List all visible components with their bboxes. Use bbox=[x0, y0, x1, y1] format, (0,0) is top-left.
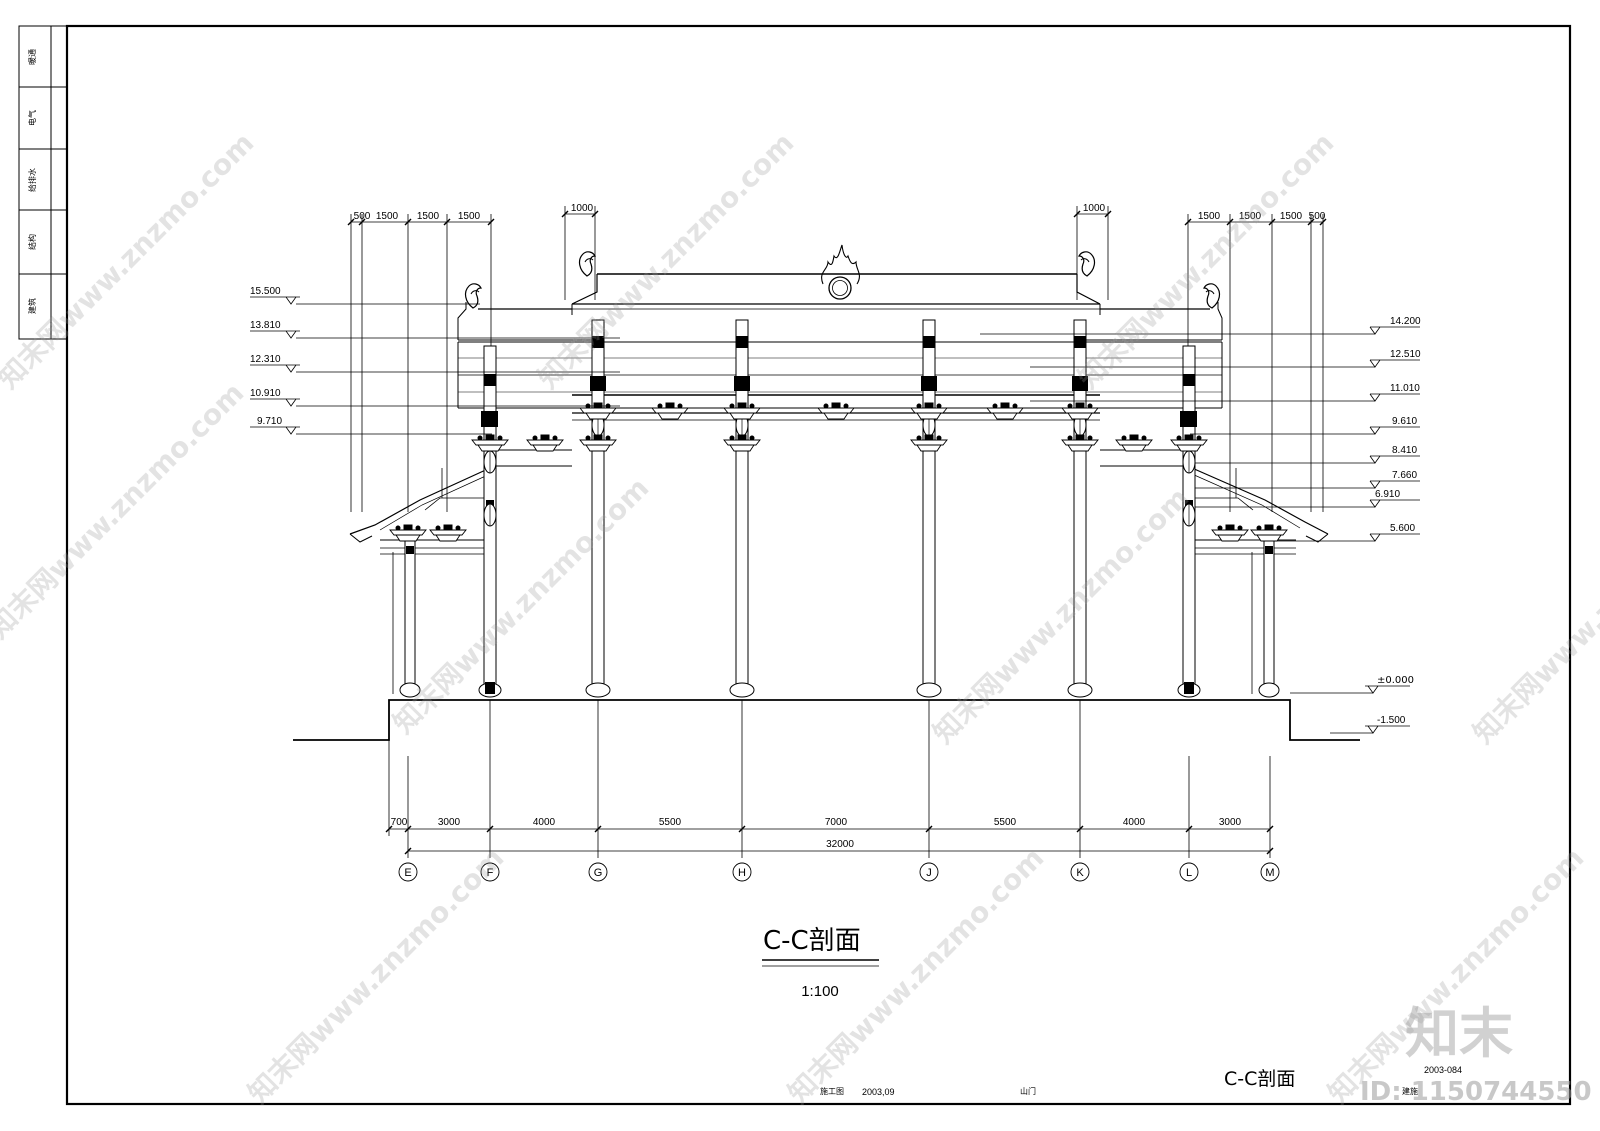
sidebar-hvac: 暖通 bbox=[27, 49, 37, 65]
axis-label-e: E bbox=[404, 867, 411, 879]
bottom-dim-0: 700 bbox=[391, 817, 408, 828]
sidebar-structure: 结构 bbox=[27, 234, 37, 250]
footer-stage: 施工图 bbox=[820, 1086, 844, 1096]
elevation-labels-right: 14.200 12.510 11.010 9.610 8.410 7.660 6… bbox=[1375, 316, 1421, 726]
top-dim-left-2: 1500 bbox=[417, 211, 440, 222]
left-side-roof bbox=[349, 283, 600, 555]
watermark-text-1: 知末网www.znzmo.com bbox=[0, 126, 260, 395]
sidebar-electrical: 电气 bbox=[27, 110, 37, 126]
footer-date: 2003,09 bbox=[862, 1087, 895, 1097]
elevation-left-13810: 13.810 bbox=[250, 320, 281, 331]
elevation-ground-zero: ±0.000 bbox=[1377, 675, 1414, 686]
total-dimension: 32000 bbox=[826, 839, 854, 850]
main-roof bbox=[571, 251, 1101, 315]
elevation-right-9610: 9.610 bbox=[1392, 416, 1417, 427]
elevation-markers-left bbox=[250, 296, 620, 435]
axis-label-f: F bbox=[487, 867, 494, 879]
elevation-left-12310: 12.310 bbox=[250, 354, 281, 365]
axis-bubbles bbox=[398, 862, 1280, 882]
bottom-dim-2: 4000 bbox=[533, 817, 556, 828]
bottom-dim-6: 4000 bbox=[1123, 817, 1146, 828]
elevation-right-7660: 7.660 bbox=[1392, 470, 1417, 481]
axis-label-h: H bbox=[738, 867, 746, 879]
elevation-right-12510: 12.510 bbox=[1390, 349, 1421, 360]
elevation-left-9710: 9.710 bbox=[257, 416, 282, 427]
section-drawing bbox=[293, 244, 1360, 741]
section-scale: 1:100 bbox=[801, 983, 839, 1000]
top-dim-right-1: 1500 bbox=[1239, 211, 1262, 222]
axis-bubble-g bbox=[588, 862, 608, 882]
elevation-markers-right bbox=[980, 326, 1420, 734]
footer-drawing-title: C-C剖面 bbox=[1224, 1068, 1295, 1090]
axis-label-k: K bbox=[1076, 867, 1084, 879]
axis-label-g: G bbox=[594, 867, 603, 879]
axis-bubble-e bbox=[398, 862, 418, 882]
top-dimension-labels: 500 1500 1500 1500 1000 1000 1500 1500 1… bbox=[354, 203, 1326, 222]
sidebar-architecture: 建筑 bbox=[27, 298, 37, 314]
watermark-id: ID: 1150744550 bbox=[1360, 1077, 1592, 1107]
section-title-block: C-C剖面 1:100 bbox=[762, 926, 879, 1000]
watermark-text-3: 知末网www.znzmo.com bbox=[1072, 126, 1341, 395]
footer: 施工图 2003,09 山门 C-C剖面 2003-084 建施 bbox=[820, 1065, 1462, 1097]
top-dim-left-1: 1500 bbox=[376, 211, 399, 222]
elevation-left-10910: 10.910 bbox=[250, 388, 281, 399]
bottom-dim-3: 5500 bbox=[659, 817, 682, 828]
watermark-logo: 知末 bbox=[1405, 1002, 1513, 1065]
bottom-dim-5: 5500 bbox=[994, 817, 1017, 828]
bottom-dim-1: 3000 bbox=[438, 817, 461, 828]
axis-label-j: J bbox=[926, 867, 932, 879]
bottom-dimension-labels: 700 3000 4000 5500 7000 5500 4000 3000 3… bbox=[391, 817, 1242, 850]
footer-sheet-label: 建施 bbox=[1402, 1086, 1418, 1096]
top-dim-center-right: 1000 bbox=[1083, 203, 1106, 214]
watermark-text-7: 知末网www.znzmo.com bbox=[1467, 481, 1600, 750]
elevation-right-11010: 11.010 bbox=[1390, 383, 1420, 394]
drawing-frame bbox=[65, 24, 1572, 1106]
bottom-dim-7: 3000 bbox=[1219, 817, 1242, 828]
footer-drawing-number: 2003-084 bbox=[1424, 1065, 1462, 1075]
axis-bubble-k bbox=[1070, 862, 1090, 882]
bottom-dimension-ticks bbox=[385, 825, 1274, 855]
top-dim-left-0: 500 bbox=[354, 211, 371, 222]
top-dim-center-left: 1000 bbox=[571, 203, 594, 214]
bearing-ornaments bbox=[483, 413, 1196, 527]
flaming-pearl-ornament bbox=[821, 244, 860, 300]
axis-bubble-h bbox=[732, 862, 752, 882]
title-block-sidebar: 暖通 电气 给排水 结构 建筑 bbox=[18, 25, 68, 340]
bottom-dimension-lines bbox=[388, 700, 1271, 858]
elevation-right-8410: 8.410 bbox=[1392, 445, 1417, 456]
elevation-ground-minus: -1.500 bbox=[1377, 715, 1406, 726]
sidebar-plumbing: 给排水 bbox=[27, 168, 37, 192]
elevation-labels-left: 15.500 13.810 12.310 10.910 9.710 bbox=[250, 286, 282, 427]
watermark-text-9: 知末网www.znzmo.com bbox=[782, 841, 1051, 1110]
elevation-right-5600: 5.600 bbox=[1390, 523, 1415, 534]
axis-label-m: M bbox=[1265, 867, 1274, 879]
watermark-text-4: 知末网www.znzmo.com bbox=[0, 376, 250, 645]
watermark-text-6: 知末网www.znzmo.com bbox=[927, 481, 1196, 750]
axis-bubble-f bbox=[480, 862, 500, 882]
top-dimension-ticks bbox=[347, 210, 1327, 226]
section-title: C-C剖面 bbox=[763, 926, 861, 956]
side-bay-beams bbox=[490, 449, 1188, 467]
right-side-roof bbox=[1080, 283, 1329, 555]
bottom-dim-4: 7000 bbox=[825, 817, 848, 828]
elevation-left-15500: 15.500 bbox=[250, 286, 281, 297]
elevation-right-14200: 14.200 bbox=[1390, 316, 1421, 327]
top-dim-left-3: 1500 bbox=[458, 211, 481, 222]
axis-labels: E F G H J K L M bbox=[404, 867, 1274, 879]
axis-bubble-m bbox=[1260, 862, 1280, 882]
axis-bubble-j bbox=[919, 862, 939, 882]
top-dim-right-2: 1500 bbox=[1280, 211, 1303, 222]
axis-bubble-l bbox=[1179, 862, 1199, 882]
ground-platform bbox=[293, 699, 1360, 741]
footer-project: 山门 bbox=[1020, 1086, 1036, 1096]
elevation-right-6910: 6.910 bbox=[1375, 489, 1400, 500]
watermark-text-8: 知末网www.znzmo.com bbox=[242, 841, 511, 1110]
top-dim-right-3: 500 bbox=[1309, 211, 1326, 222]
column-head-blocks bbox=[406, 336, 1273, 694]
top-dim-right-0: 1500 bbox=[1198, 211, 1221, 222]
watermark-text-2: 知末网www.znzmo.com bbox=[532, 126, 801, 395]
axis-label-l: L bbox=[1186, 867, 1192, 879]
